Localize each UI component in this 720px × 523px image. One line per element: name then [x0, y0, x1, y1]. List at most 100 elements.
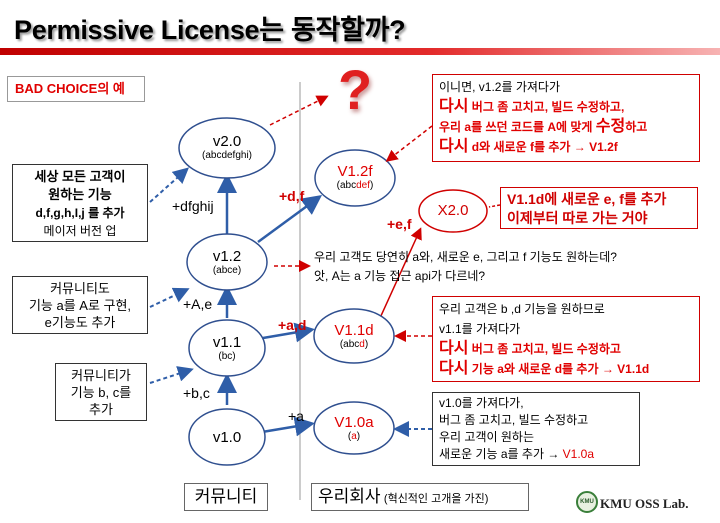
features-new: d: [359, 339, 365, 350]
node-v10: v1.0: [167, 429, 287, 446]
page-title: Permissive License는 동작할까?: [14, 15, 406, 45]
node-v20-label: v2.0: [212, 133, 242, 150]
text: 기능 a와 새로운 d를 추가: [468, 362, 599, 376]
note-customer-needs: 우리 고객도 당연히 a와, 새로운 e, 그리고 f 기능도 원하는데? 앗,…: [314, 248, 617, 286]
edge-v12-v12f: [257, 195, 323, 244]
features-prefix: (: [347, 431, 352, 442]
edge-label-ae: +A,e: [183, 296, 213, 312]
column-label-community: 커뮤니티: [184, 483, 268, 511]
text: 새로운 기능 a를 추가 →: [439, 447, 563, 461]
note-line: 우리 고객은 b ,d 기능을 원하므로: [439, 302, 605, 316]
note-line: 이니면, v1.2를 가져다가: [439, 80, 561, 94]
note-line: V1.1d에 새로운 e, f를 추가: [507, 191, 667, 207]
note-line: 커뮤니티도: [50, 281, 110, 296]
company-label: 우리회사: [318, 487, 381, 506]
note-v11d: 우리 고객은 b ,d 기능을 원하므로 v1.1를 가져다가 다시 버그 좀 …: [432, 296, 700, 382]
text: d와 새로운 f를 추가: [468, 140, 571, 154]
note-v10a: v1.0를 가져다가, 버그 좀 고치고, 빌드 수정하고 우리 고객이 원하는…: [432, 392, 640, 466]
node-x20-label: X2.0: [437, 202, 469, 219]
node-v10a-label: V1.0a: [334, 414, 374, 431]
edge-label-ef: +e,f: [387, 216, 412, 232]
node-v20: v2.0 (abcdefghi): [167, 133, 287, 162]
note-community-bc: 커뮤니티가 기능 b, c를 추가: [55, 363, 147, 421]
emphasis: 수정: [595, 118, 626, 135]
note-x20: V1.1d에 새로운 e, f를 추가 이제부터 따로 가는 거야: [500, 187, 698, 229]
node-v12f: V1.2f (abcdef): [295, 163, 415, 192]
emphasis: 다시: [439, 340, 469, 357]
bad-choice-label: BAD CHOICE의 예: [7, 76, 145, 102]
edge-label-bc: +b,c: [183, 385, 210, 401]
note-line: 우리 a를 쓰던 코드를 A에 맞게 수정하고: [439, 117, 693, 137]
node-v11d-label: V1.1d: [334, 322, 374, 339]
node-v11d: V1.1d (abcd): [294, 322, 414, 351]
note-line: v1.0를 가져다가,: [439, 396, 524, 410]
node-v12-features: (abce): [212, 265, 242, 276]
text: V1.0a: [562, 447, 595, 461]
note-major-version: 세상 모든 고객이 원하는 기능 d,f,g,h,I,j 를 추가 메이저 버전…: [12, 164, 148, 242]
node-v12f-shape: [314, 149, 396, 207]
node-v20-features: (abcdefghi): [201, 150, 253, 161]
note-line: 메이저 버전 업: [43, 224, 117, 238]
lab-name: KMU OSS Lab.: [600, 496, 689, 511]
node-v11-label: v1.1: [212, 334, 242, 351]
company-sublabel: (혁신적인 고개을 가진): [383, 493, 489, 505]
features-prefix: (abc: [339, 339, 360, 350]
node-v11: v1.1 (bc): [167, 334, 287, 363]
note-line: 세상 모든 고객이: [34, 169, 126, 184]
logo-badge-text: KMU: [580, 499, 594, 505]
note-line: d,f,g,h,I,j 를 추가: [35, 206, 125, 220]
note-line: 다시 d와 새로운 f를 추가 → V1.2f: [439, 137, 693, 157]
node-v10a: V1.0a (a): [294, 414, 414, 443]
node-v12: v1.2 (abce): [167, 248, 287, 277]
node-v10a-features: (a): [294, 431, 414, 443]
edge-label-a: +a: [288, 408, 304, 424]
edge-label-dfghij: +dfghij: [172, 198, 214, 214]
question-mark: ?: [338, 58, 373, 121]
note-line: 기능 b, c를: [70, 385, 132, 400]
note-line: v1.1를 가져다가: [439, 322, 521, 336]
emphasis: 다시: [439, 98, 469, 115]
kmu-logo-icon: KMU: [576, 491, 598, 513]
features-suffix: ): [370, 180, 374, 191]
emphasis: 다시: [439, 138, 469, 155]
text: → V1.1d: [601, 362, 650, 376]
features-new: def: [356, 180, 370, 191]
note-line: 버그 좀 고치고, 빌드 수정하고: [439, 413, 589, 427]
note-line: 앗, A는 a 기능 접근 api가 다르네?: [314, 269, 486, 283]
node-v12-label: v1.2: [212, 248, 242, 265]
note-line: 우리 고객도 당연히 a와, 새로운 e, 그리고 f 기능도 원하는데?: [314, 250, 617, 264]
node-v10-label: v1.0: [212, 429, 242, 446]
dash-topnote-v12f: [385, 125, 433, 162]
node-v12f-features: (abcdef): [295, 180, 415, 192]
features-new: a: [351, 431, 357, 442]
emphasis: 다시: [439, 360, 469, 377]
note-line: e기능도 추가: [44, 315, 116, 330]
note-line: 원하는 기능: [48, 187, 112, 202]
text: 우리 a를 쓰던 코드를 A에 맞게: [439, 120, 596, 134]
note-line: 이제부터 따로 가는 거야: [507, 210, 648, 226]
edge-v11d-x20: [379, 227, 422, 319]
dash-x20note-x20: [488, 204, 501, 208]
text: 버그 좀 고치고, 빌드 수정하고,: [468, 100, 625, 114]
title-bar: [0, 48, 720, 55]
note-line: 추가: [89, 402, 113, 417]
node-v11-shape: [188, 319, 266, 377]
features-suffix: ): [364, 339, 369, 350]
edge-label-ad: +a,d: [278, 317, 307, 333]
features-prefix: (abc: [336, 180, 357, 191]
dash-box3-v11: [149, 366, 194, 384]
dash-box1-v20: [149, 167, 189, 203]
node-x20: X2.0: [393, 202, 513, 219]
edge-v10-v10a: [261, 416, 315, 437]
note-line: 커뮤니티가: [71, 368, 131, 383]
edge-label-df: +d,f: [279, 188, 305, 204]
node-v11-features: (bc): [218, 351, 236, 362]
dash-box2-v12: [149, 287, 190, 308]
note-line: 기능 a를 A로 구현,: [28, 298, 132, 313]
note-line: 우리 고객이 원하는: [439, 430, 534, 444]
text: 하고: [625, 120, 648, 134]
note-line: 다시 버그 좀 고치고, 빌드 수정하고,: [439, 97, 693, 117]
dash-v20-question: [269, 95, 329, 126]
note-community-ae: 커뮤니티도 기능 a를 A로 구현, e기능도 추가: [12, 276, 148, 334]
